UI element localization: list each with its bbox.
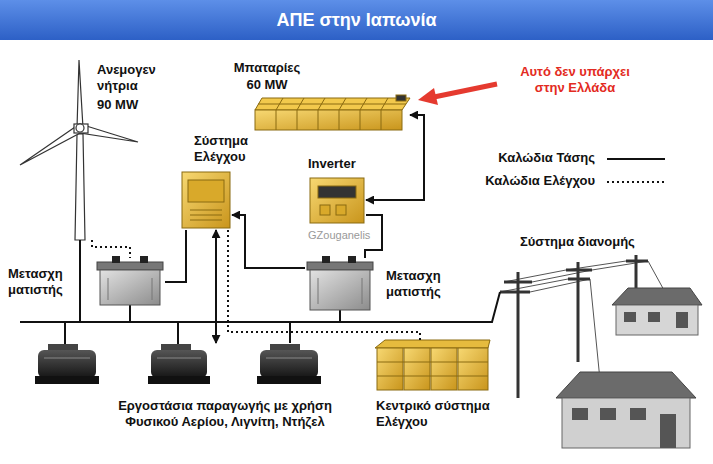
component-label: Εργοστάσια παραγωγής με χρήση Φυσικού Αε… [100,398,350,430]
inverter-drawing [310,178,364,223]
control-cabinet-drawing [182,172,230,228]
transformer: Μετασχη ματιστής [95,258,165,305]
title-band [0,0,713,40]
legend-text: Καλώδια Τάσης [455,150,595,166]
wind-turbine: Ανεμογεν νήτρια90 MW [18,58,142,240]
battery-bank: Μπαταρίες60 MW [255,98,410,130]
title-text: ΑΠΕ στην Ιαπωνία [0,0,713,40]
component-label: Σύστημα Ελέγχου [194,133,264,165]
battery-drawing [255,95,410,130]
component-label: Ανεμογεν νήτρια [97,62,173,94]
legend-text: Καλώδια Ελέγχου [455,173,595,189]
legend-row: Καλώδια Τάσης [455,150,665,170]
watermark: GZouganelis [308,227,398,243]
transformer: Μετασχη ματιστής [305,258,375,310]
component-label: 90 MW [97,97,173,113]
callout-arrow [418,84,497,105]
power-cable [366,115,424,200]
distribution-grid: Σύστημα διανομής [500,255,705,455]
power-cable [232,215,305,268]
central-control: Κεντρικό σύστημα Ελέγχου [375,340,490,392]
power-cable [290,292,500,343]
control-unit: Σύστημα Ελέγχου [180,170,232,230]
power-plants: Εργοστάσια παραγωγής με χρήση Φυσικού Αε… [35,343,325,385]
component-label: Inverter [308,156,378,172]
component-label: 60 MW [222,77,312,93]
legend-row: Καλώδια Ελέγχου [455,173,665,193]
control-cable [92,240,130,258]
power-cable [165,230,186,282]
generator-drawing [35,344,321,384]
component-label: Μπαταρίες [222,60,312,76]
callout-note: Αυτό δεν υπάρχει στην Ελλάδα [505,64,645,96]
component-label: Μετασχη ματιστής [8,266,74,298]
central-control-drawing [375,340,490,390]
legend-line-sample [607,150,665,166]
legend-line-sample [607,173,665,189]
component-label: Κεντρικό σύστημα Ελέγχου [376,398,521,430]
power-wires [20,240,340,344]
inverter-unit: Inverter [308,176,366,225]
distribution-drawing [500,255,702,448]
transformer-drawing [97,256,163,305]
component-label: Μετασχη ματιστής [386,268,454,300]
transformer-drawing [307,256,373,310]
component-label: Σύστημα διανομής [520,234,680,250]
power-cable [215,230,217,343]
